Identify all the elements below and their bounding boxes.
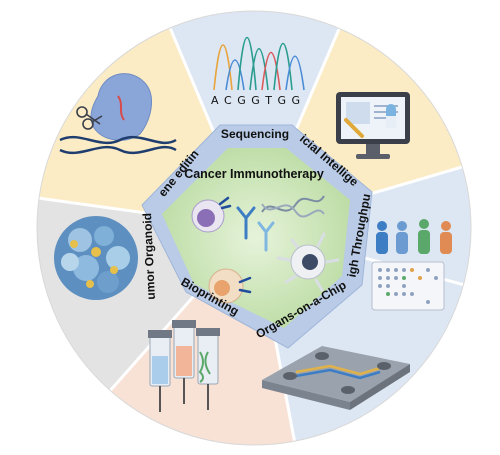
sector-sequencing: [150, 11, 360, 228]
t-cell-icon: [191, 196, 232, 233]
well-plate-icon: [371, 261, 445, 311]
syringe-icon: [344, 118, 364, 138]
bioprinter-syringes-icon: [148, 320, 220, 412]
sequence-bases: A C G G T G G: [211, 94, 301, 107]
sector-high-throughput: [254, 150, 471, 300]
tumor-organoid-icon: [54, 216, 138, 300]
organ-chip-device-icon: [262, 346, 410, 410]
label-sequencing: Sequencing: [221, 127, 289, 141]
pill-capsule-icon: [386, 104, 396, 128]
macrophage-icon: [208, 268, 252, 304]
scissors-icon: [76, 106, 103, 130]
cancer-cell-icon: [276, 232, 340, 292]
people-group-icon: [376, 219, 452, 254]
cas9-dna-icon: [59, 73, 177, 155]
antibody-icon: [236, 206, 275, 252]
chromatogram-icon: [213, 37, 305, 91]
dna-helix-icon: [261, 195, 325, 218]
center-title: Cancer Immunotherapy: [184, 167, 324, 181]
